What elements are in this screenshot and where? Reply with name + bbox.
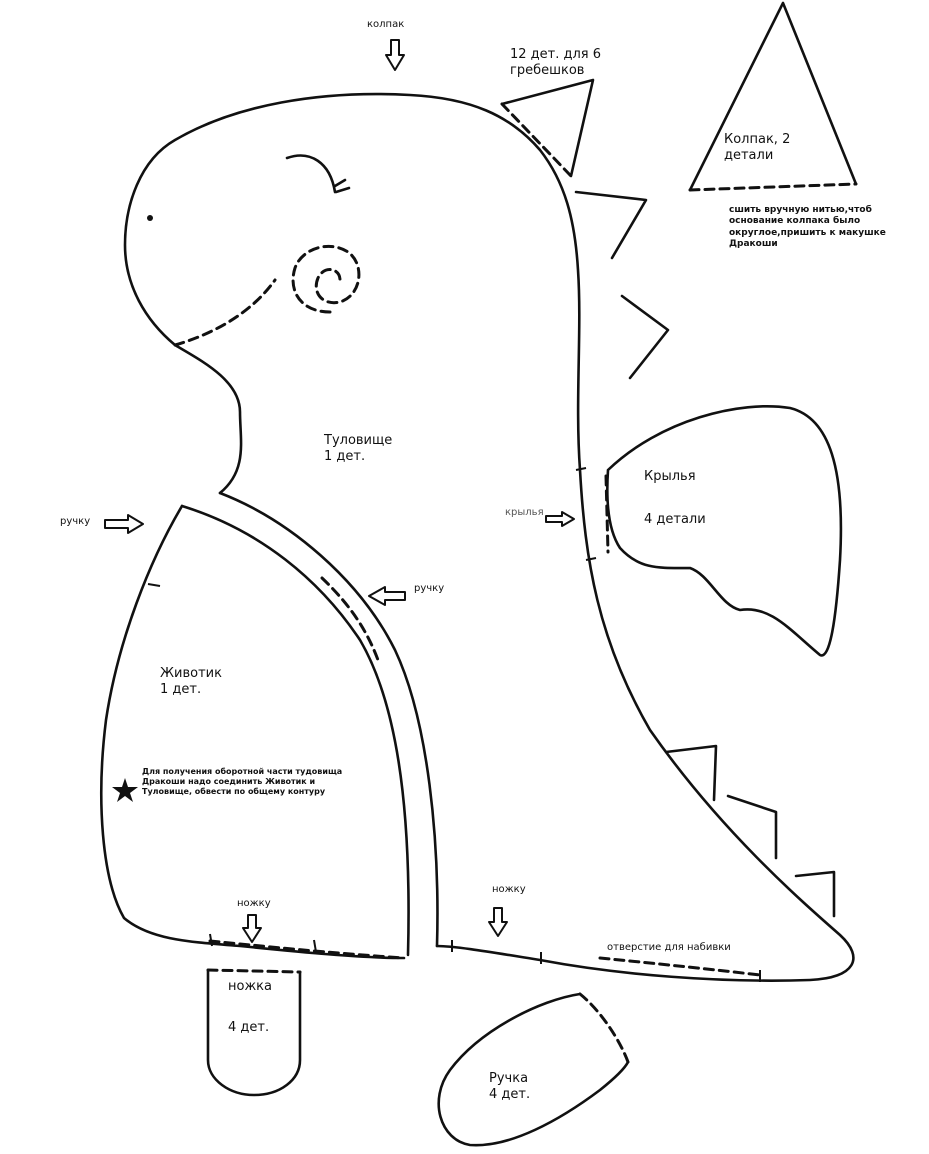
star-note: Для получения оборотной части тудовища Д… xyxy=(142,767,343,796)
ruchku-left-label: ручку xyxy=(60,516,91,527)
hat-base-dashed xyxy=(688,182,858,192)
alignment-ticks xyxy=(147,467,761,982)
back-spike-1 xyxy=(574,190,648,260)
leg-top-dashed xyxy=(206,968,302,974)
tail-spike-3 xyxy=(794,870,836,918)
kolpak-arrow-label: колпак xyxy=(367,19,405,30)
stuffing-hole-dashed xyxy=(598,956,762,977)
stuffing-hole-label: отверстие для набивки xyxy=(607,942,731,953)
leg-label: ножка xyxy=(228,979,272,994)
arrow-right-icon xyxy=(104,514,144,534)
belly-outline xyxy=(100,504,406,960)
hand-outline xyxy=(437,992,630,1147)
tail-spike-2 xyxy=(726,794,778,860)
star-icon xyxy=(112,778,138,802)
arrow-right-icon xyxy=(545,511,575,527)
back-spike-2 xyxy=(620,294,670,380)
nozhku-left-label: ножку xyxy=(237,898,271,909)
belly-dashed-seam xyxy=(320,576,380,662)
belly-label: Животик 1 дет. xyxy=(160,666,222,698)
tail-spike-1 xyxy=(664,744,718,802)
kolpak-piece-label: Колпак, 2 детали xyxy=(724,132,791,164)
kolpak-note: сшить вручную нитью,чтоб основание колпа… xyxy=(729,205,886,249)
leg-count-label: 4 дет. xyxy=(228,1020,270,1035)
comb-piece-dashed xyxy=(500,102,573,178)
arrow-left-icon xyxy=(368,586,406,606)
nozhku-right-label: ножку xyxy=(492,884,526,895)
wings-label: Крылья xyxy=(644,469,696,484)
wings-outline xyxy=(606,404,843,657)
body-label: Туловище 1 дет. xyxy=(324,433,393,465)
wings-arrow-label: крылья xyxy=(505,507,544,518)
wings-count-label: 4 детали xyxy=(644,512,706,527)
hand-label: Ручка 4 дет. xyxy=(489,1071,531,1103)
combs-label: 12 дет. для 6 гребешков xyxy=(510,47,602,79)
body-eyebrow xyxy=(285,154,351,194)
belly-inner-edge xyxy=(180,504,410,957)
arrow-down-icon xyxy=(385,39,405,71)
hat-piece-outline xyxy=(688,1,858,192)
body-mouth-dashed xyxy=(173,278,277,347)
leg-outline xyxy=(206,968,302,1097)
arrow-down-icon xyxy=(242,914,262,943)
arrow-down-icon xyxy=(488,907,508,937)
wings-dashed xyxy=(604,474,610,554)
body-cheek-spiral xyxy=(291,244,361,314)
body-inner-edge xyxy=(218,491,439,948)
belly-bottom-dashed xyxy=(208,939,406,960)
body-outline xyxy=(123,92,855,982)
body-eye xyxy=(147,215,153,221)
hand-dashed xyxy=(578,992,630,1064)
comb-piece-outline xyxy=(500,78,595,178)
ruchku-right-label: ручку xyxy=(414,583,445,594)
